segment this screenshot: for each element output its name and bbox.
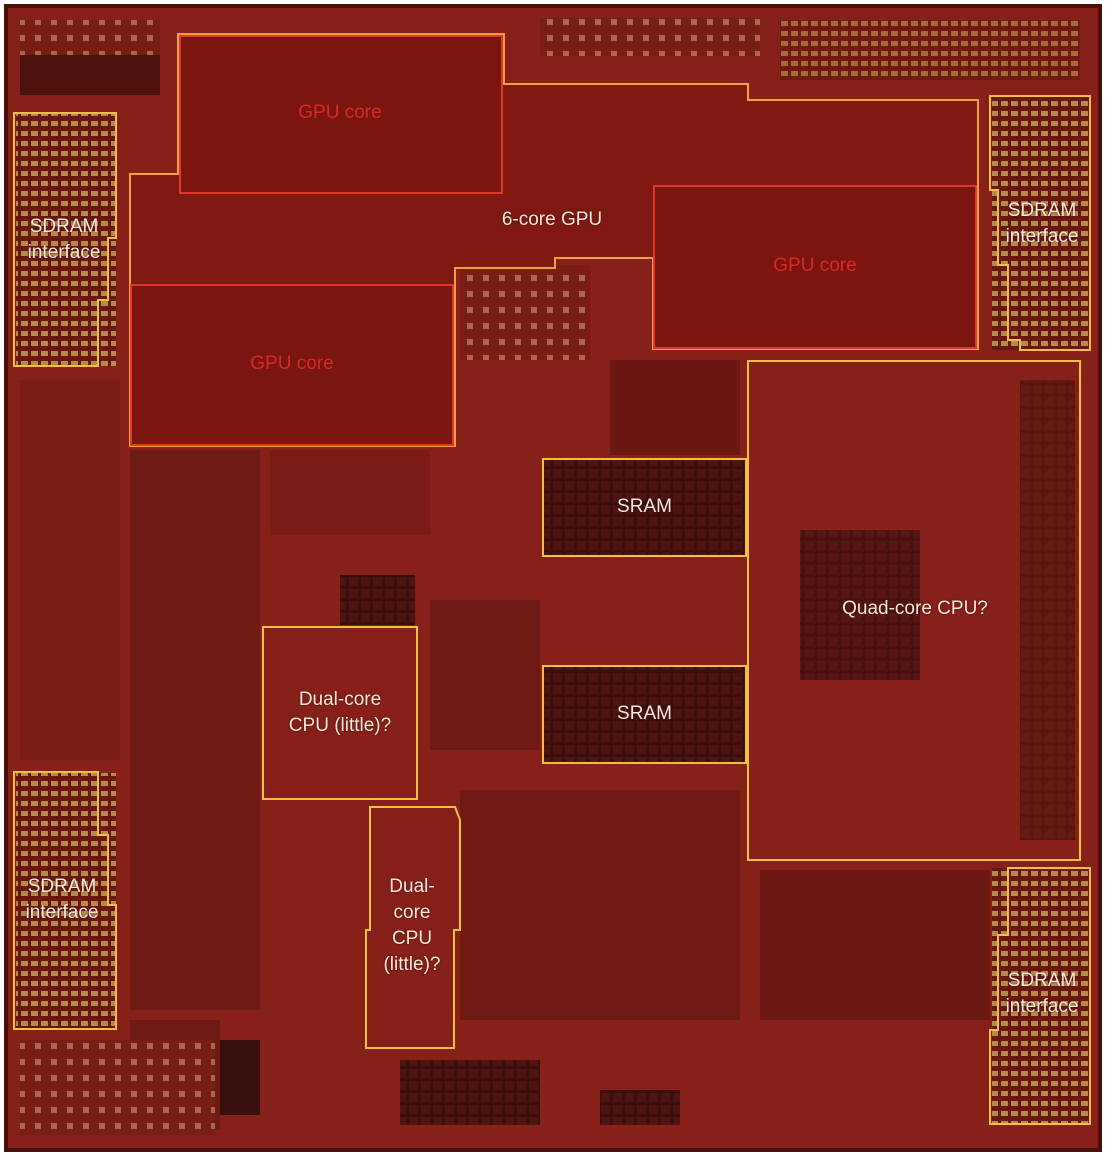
dual-cpu-label: Dual-core CPU (little)? xyxy=(288,689,392,736)
dual-cpu-outline xyxy=(262,626,418,800)
gpu-core-label: GPU core xyxy=(250,353,334,374)
gpu-core-box xyxy=(130,284,454,446)
cpu-grid xyxy=(800,530,920,680)
cpu-grid xyxy=(1020,380,1075,840)
bottom-io-block xyxy=(600,1090,680,1125)
sram-label: SRAM xyxy=(617,496,672,517)
sdram-pads-bl xyxy=(16,773,116,1029)
gpu-core-box xyxy=(653,185,977,349)
top-io-block xyxy=(780,20,1080,80)
sram-outline xyxy=(542,458,747,557)
sdram-label-tr: SDRAM interface xyxy=(1005,200,1079,247)
top-io-strip xyxy=(20,20,160,55)
top-io-block xyxy=(540,18,760,56)
sram-array xyxy=(544,460,745,556)
sdram-label-tl: SDRAM interface xyxy=(27,216,101,263)
gpu-core-label: GPU core xyxy=(773,255,857,276)
quad-cpu-outline xyxy=(747,360,1081,861)
dual-cpu-label: Dual- core CPU (little)? xyxy=(383,876,441,975)
sdram-label-br: SDRAM interface xyxy=(1005,970,1079,1017)
sram-outline xyxy=(542,665,747,764)
sdram-outline-tr xyxy=(989,95,1091,351)
sram-label: SRAM xyxy=(617,703,672,724)
misc-block xyxy=(460,265,590,360)
misc-block xyxy=(340,575,415,625)
dual-cpu-outline xyxy=(365,806,461,1049)
die-region xyxy=(460,790,740,1020)
sram-array xyxy=(544,667,745,763)
bottom-io-block xyxy=(220,1040,260,1115)
sdram-pads-tl xyxy=(16,114,116,366)
die-border xyxy=(4,4,1102,1152)
die-region xyxy=(610,360,740,455)
die-region xyxy=(130,450,260,1010)
sdram-outline-bl xyxy=(13,771,117,1030)
die-region xyxy=(430,600,540,750)
bottom-io-block xyxy=(20,1040,215,1135)
gpu-core-box xyxy=(179,35,503,194)
gpu-group-label: 6-core GPU xyxy=(501,209,603,230)
die-region xyxy=(760,870,990,1020)
top-io-strip-dark xyxy=(20,55,160,95)
sdram-outline-br xyxy=(989,867,1091,1125)
sdram-label-bl: SDRAM interface xyxy=(25,876,99,923)
quad-cpu-label: Quad-core CPU? xyxy=(842,598,988,619)
die-region xyxy=(270,450,430,535)
die-region xyxy=(20,380,120,760)
gpu-core-label: GPU core xyxy=(298,102,382,123)
sdram-outline-tl xyxy=(13,112,117,367)
bottom-io-block xyxy=(400,1060,540,1125)
